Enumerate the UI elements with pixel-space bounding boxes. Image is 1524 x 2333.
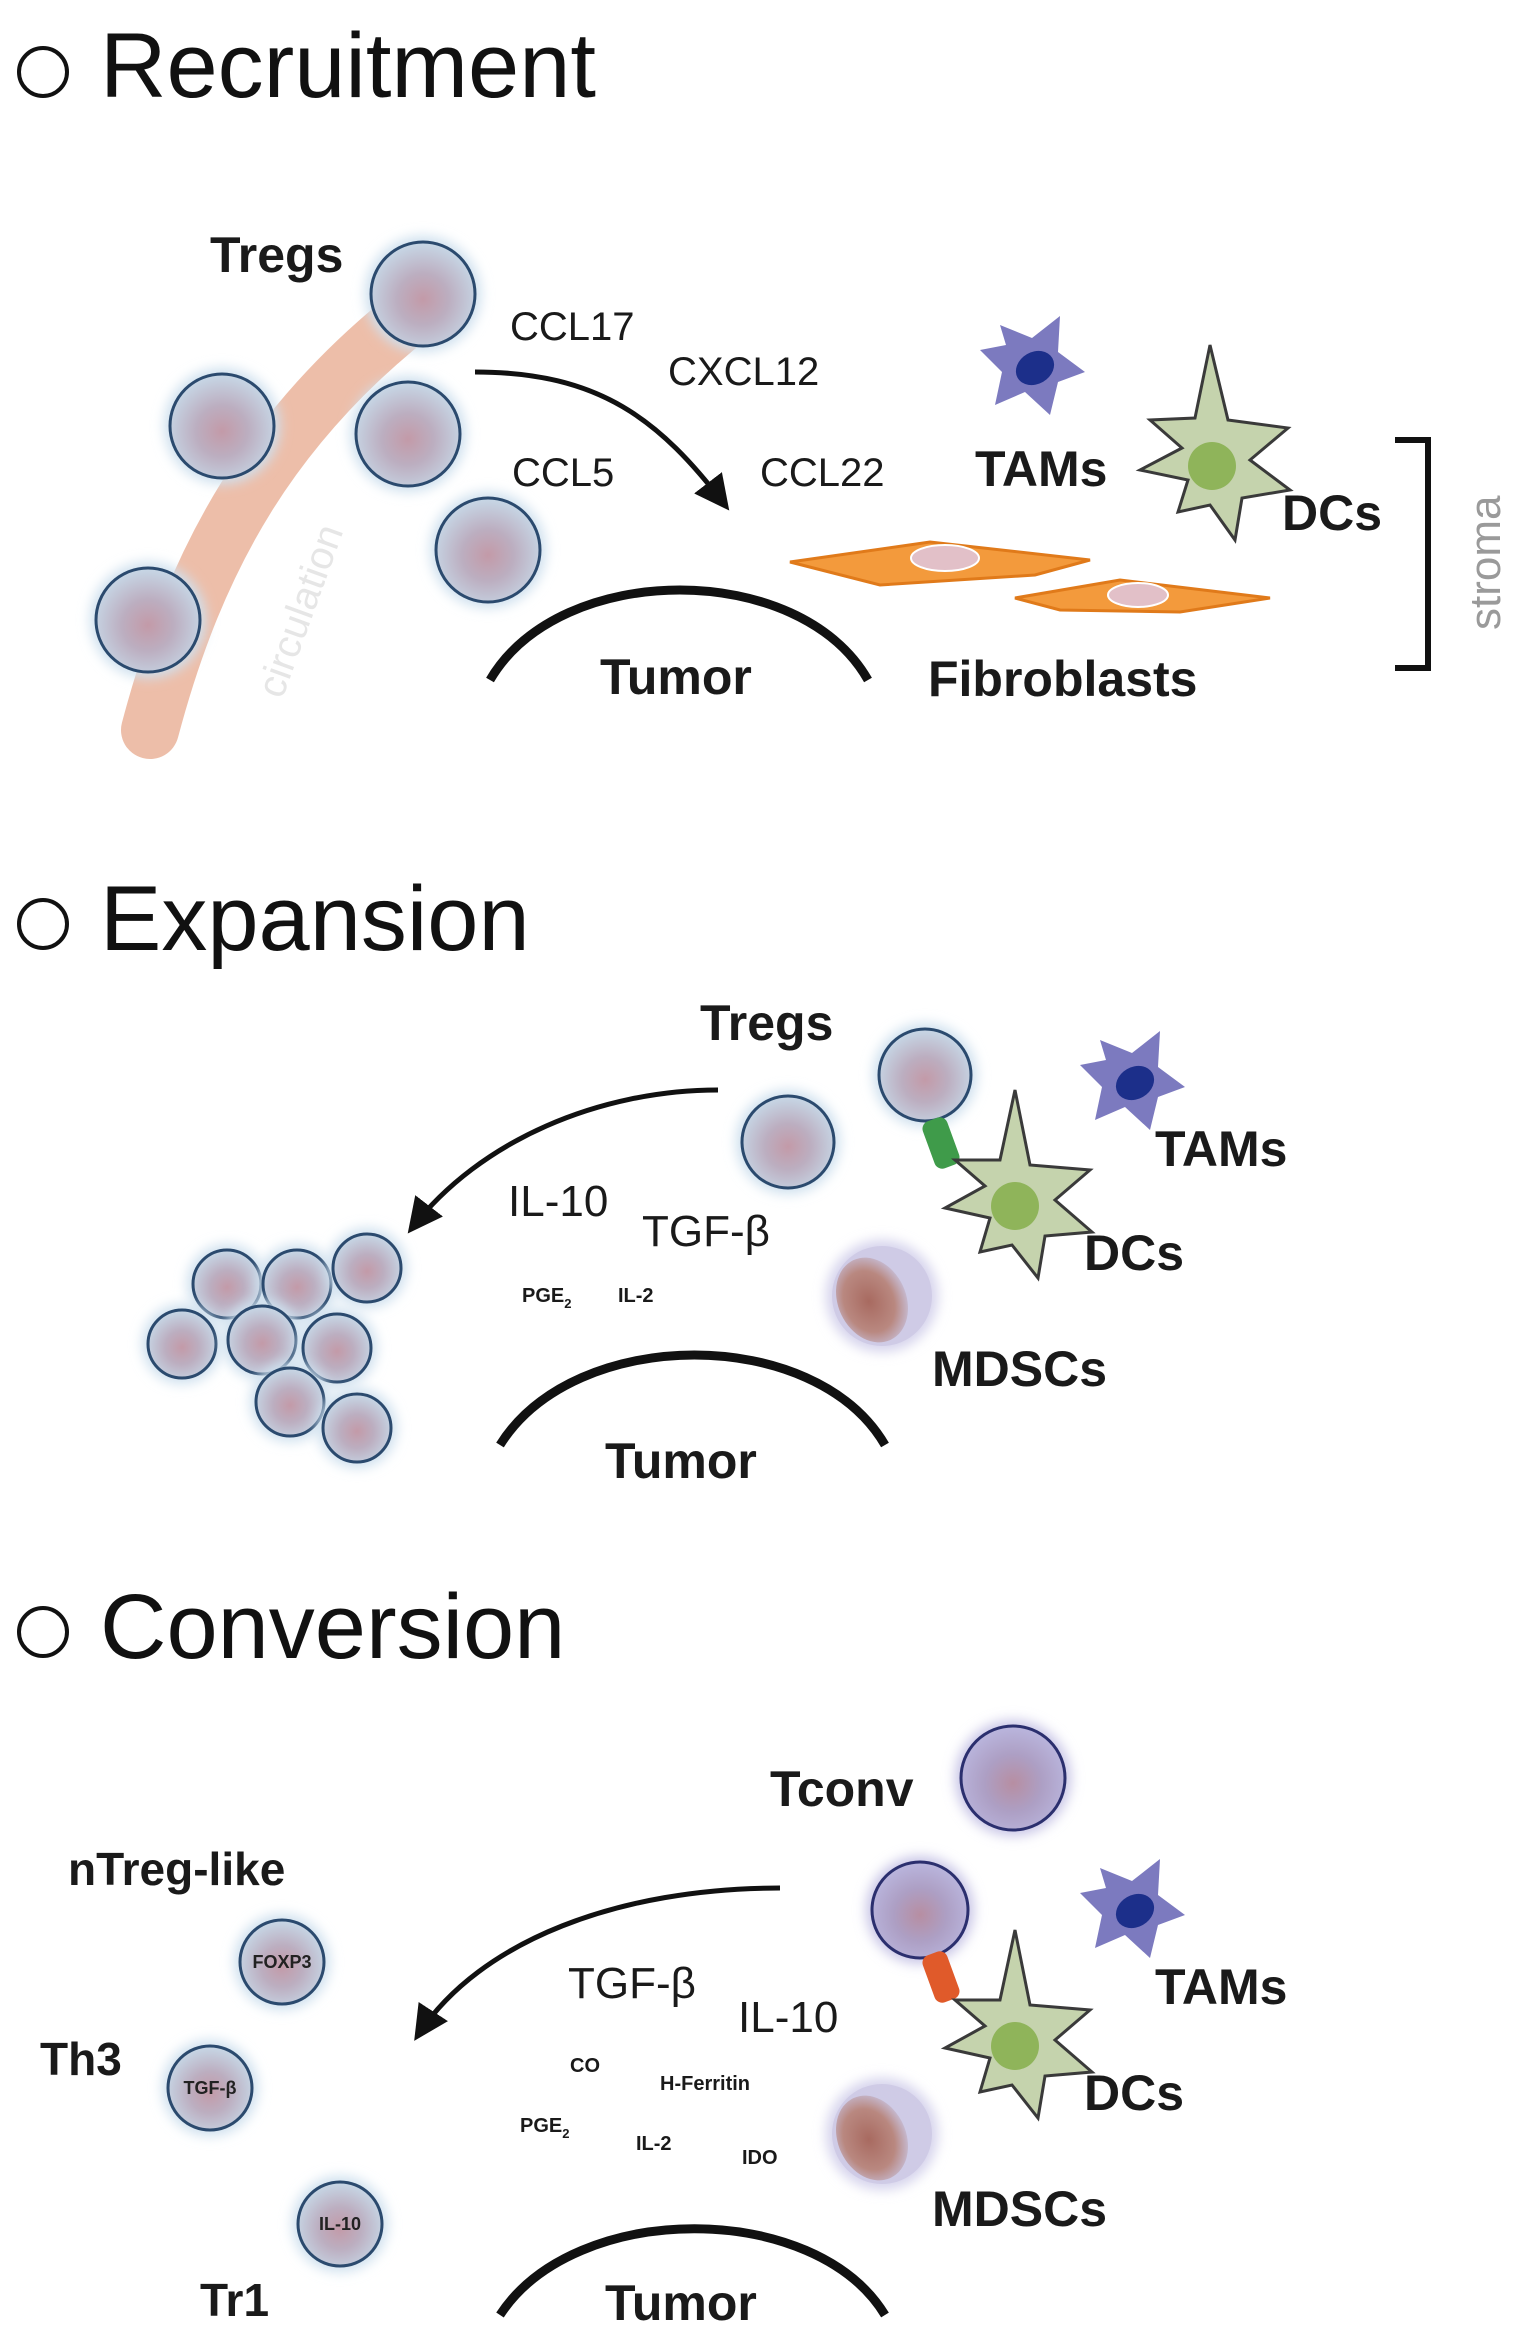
fibroblasts-label: Fibroblasts [928, 651, 1197, 707]
tam-cell [1080, 1031, 1185, 1130]
factor-h-ferritin: H-Ferritin [660, 2073, 750, 2095]
conversion-heading: Conversion [100, 1576, 565, 1678]
treg-cell [250, 1362, 330, 1442]
tam-cell [1080, 1859, 1185, 1958]
tconv-label: Tconv [770, 1761, 914, 1817]
treg-cell [327, 1228, 407, 1308]
treg-cluster [142, 1228, 407, 1468]
factor-pge2: PGE2 [520, 2115, 569, 2141]
recruitment-arrow [474, 369, 730, 511]
treg-cell [90, 562, 206, 678]
treg-cell [222, 1300, 302, 1380]
factor-il10: IL-10 [508, 1177, 608, 1226]
immune-synapse [922, 1951, 960, 2003]
treg-cell [430, 492, 546, 608]
factor-ido: IDO [742, 2147, 778, 2169]
tumor-label: Tumor [605, 2275, 757, 2331]
dc-cell [940, 1929, 1096, 2122]
factor-tgfb: TGF-β [568, 1959, 696, 2008]
tregs-label: Tregs [210, 227, 343, 283]
th3-cell: TGF-β [162, 2040, 258, 2136]
treg-cell [350, 376, 466, 492]
treg-cell [873, 1023, 977, 1127]
foxp3-label: FOXP3 [252, 1952, 311, 1972]
stroma-label: stroma [1461, 495, 1510, 630]
fibroblast-cell [1014, 578, 1271, 614]
dc-cell [940, 1089, 1096, 1282]
chemokine-cxcl12: CXCL12 [668, 350, 819, 394]
factor-il2: IL-2 [618, 1285, 654, 1307]
treg-cell [736, 1090, 840, 1194]
stroma-bracket [1395, 437, 1431, 671]
tgfb-inner-label: TGF-β [184, 2078, 237, 2098]
ntreg-like-label: nTreg-like [68, 1843, 285, 1895]
tumor-label: Tumor [605, 1433, 757, 1489]
tumor-arc [496, 1350, 889, 1448]
factor-il10: IL-10 [738, 1993, 838, 2042]
mdscs-label: MDSCs [932, 2181, 1107, 2237]
heading-bullet-icon [17, 1606, 69, 1658]
treg-cell [297, 1308, 377, 1388]
expansion-arrow [407, 1087, 719, 1234]
expansion-heading: Expansion [100, 868, 530, 970]
mdscs-label: MDSCs [932, 1341, 1107, 1397]
treg-cells [90, 236, 546, 678]
tr1-label: Tr1 [200, 2274, 269, 2326]
factor-il2: IL-2 [636, 2133, 672, 2155]
mdsc-cell [826, 1240, 938, 1352]
tam-cell [980, 316, 1085, 415]
tregs-label: Tregs [700, 995, 833, 1051]
dc-cell [1135, 344, 1294, 544]
ntreg-like-cell: FOXP3 [234, 1914, 330, 2010]
dcs-label: DCs [1282, 485, 1382, 541]
section-recruitment: Recruitment circulation [17, 15, 1510, 759]
il10-inner-label: IL-10 [319, 2214, 361, 2234]
heading-bullet-icon [17, 898, 69, 950]
section-expansion: Expansion Tregs TAMs DCs [17, 868, 1287, 1489]
chemokine-ccl22: CCL22 [760, 451, 885, 495]
factor-pge2: PGE2 [522, 1285, 571, 1311]
immune-synapse [922, 1117, 960, 1169]
tumor-label: Tumor [600, 649, 752, 705]
fibroblast-cell [789, 540, 1091, 587]
tumor-arc [486, 585, 872, 683]
dcs-label: DCs [1084, 1225, 1184, 1281]
th3-label: Th3 [40, 2033, 122, 2085]
recruitment-heading: Recruitment [100, 15, 596, 117]
dcs-label: DCs [1084, 2065, 1184, 2121]
conversion-arrow [414, 1885, 781, 2041]
section-conversion: Conversion Tconv TAMs DCs [17, 1576, 1287, 2331]
heading-bullet-icon [17, 46, 69, 98]
tams-label: TAMs [975, 441, 1107, 497]
treg-cell [317, 1388, 397, 1468]
tams-label: TAMs [1155, 1959, 1287, 2015]
circulation-label: circulation [249, 519, 352, 703]
treg-cell [142, 1304, 222, 1384]
mdsc-cell [826, 2078, 938, 2190]
tr1-cell: IL-10 [292, 2176, 388, 2272]
treg-cell [365, 236, 481, 352]
treg-cell [164, 368, 280, 484]
tconv-cell [955, 1720, 1071, 1836]
factor-co: CO [570, 2055, 600, 2077]
factor-tgfb: TGF-β [642, 1207, 770, 1256]
tconv-cell [866, 1856, 974, 1964]
tumor-arc [496, 2224, 889, 2318]
tams-label: TAMs [1155, 1121, 1287, 1177]
chemokine-ccl5: CCL5 [512, 451, 614, 495]
chemokine-ccl17: CCL17 [510, 305, 635, 349]
